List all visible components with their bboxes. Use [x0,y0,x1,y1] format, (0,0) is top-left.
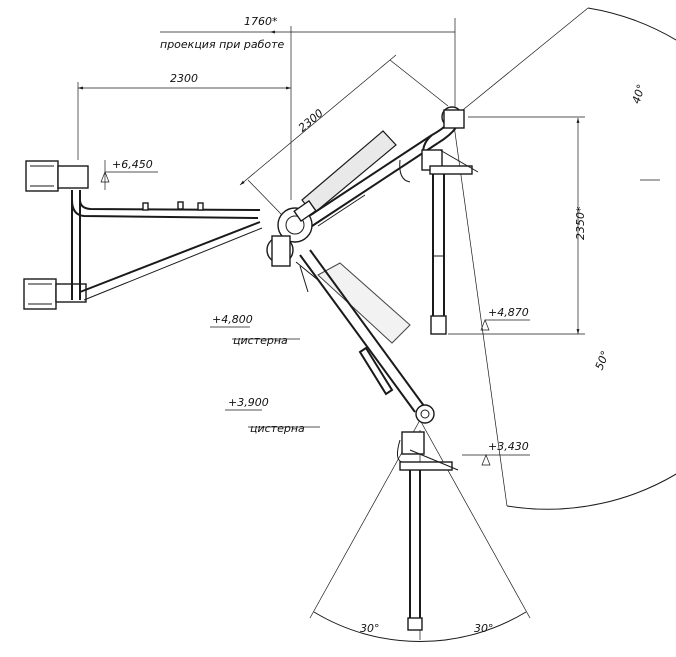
dim-top-note: проекция при работе [160,38,285,51]
wall-mount [23,160,263,310]
working-arm [295,249,459,631]
elevation-marks [100,160,530,466]
elev-tank-lower-label: цистерна [250,422,305,435]
dim-top-width: 1760* [244,15,278,28]
dimension-lines [77,18,585,335]
elev-mount: +6,450 [112,158,153,171]
upper-arm [299,106,465,231]
elev-tank-upper: +4,800 [212,313,253,326]
elev-stored: +4,870 [488,306,529,319]
elevation-labels: +6,450 +4,870 +4,800 цистерна +3,900 цис… [112,158,529,453]
angle-top: 40° [630,83,648,106]
stored-drop-pipe [399,134,479,335]
dim-vertical: 2350* [574,206,587,240]
angle-mid: 50° [593,349,612,372]
main-swivel [266,199,317,267]
elev-working: +3,430 [488,440,529,453]
elev-tank-lower: +3,900 [228,396,269,409]
dimension-labels: 1760* проекция при работе 2300 2300 2350… [160,15,648,635]
elev-tank-upper-label: цистерна [233,334,288,347]
dim-arm-length: 2300 [296,107,326,135]
angle-right: 30° [474,622,494,635]
dim-horizontal-reach: 2300 [170,72,198,85]
angle-left: 30° [360,622,380,635]
